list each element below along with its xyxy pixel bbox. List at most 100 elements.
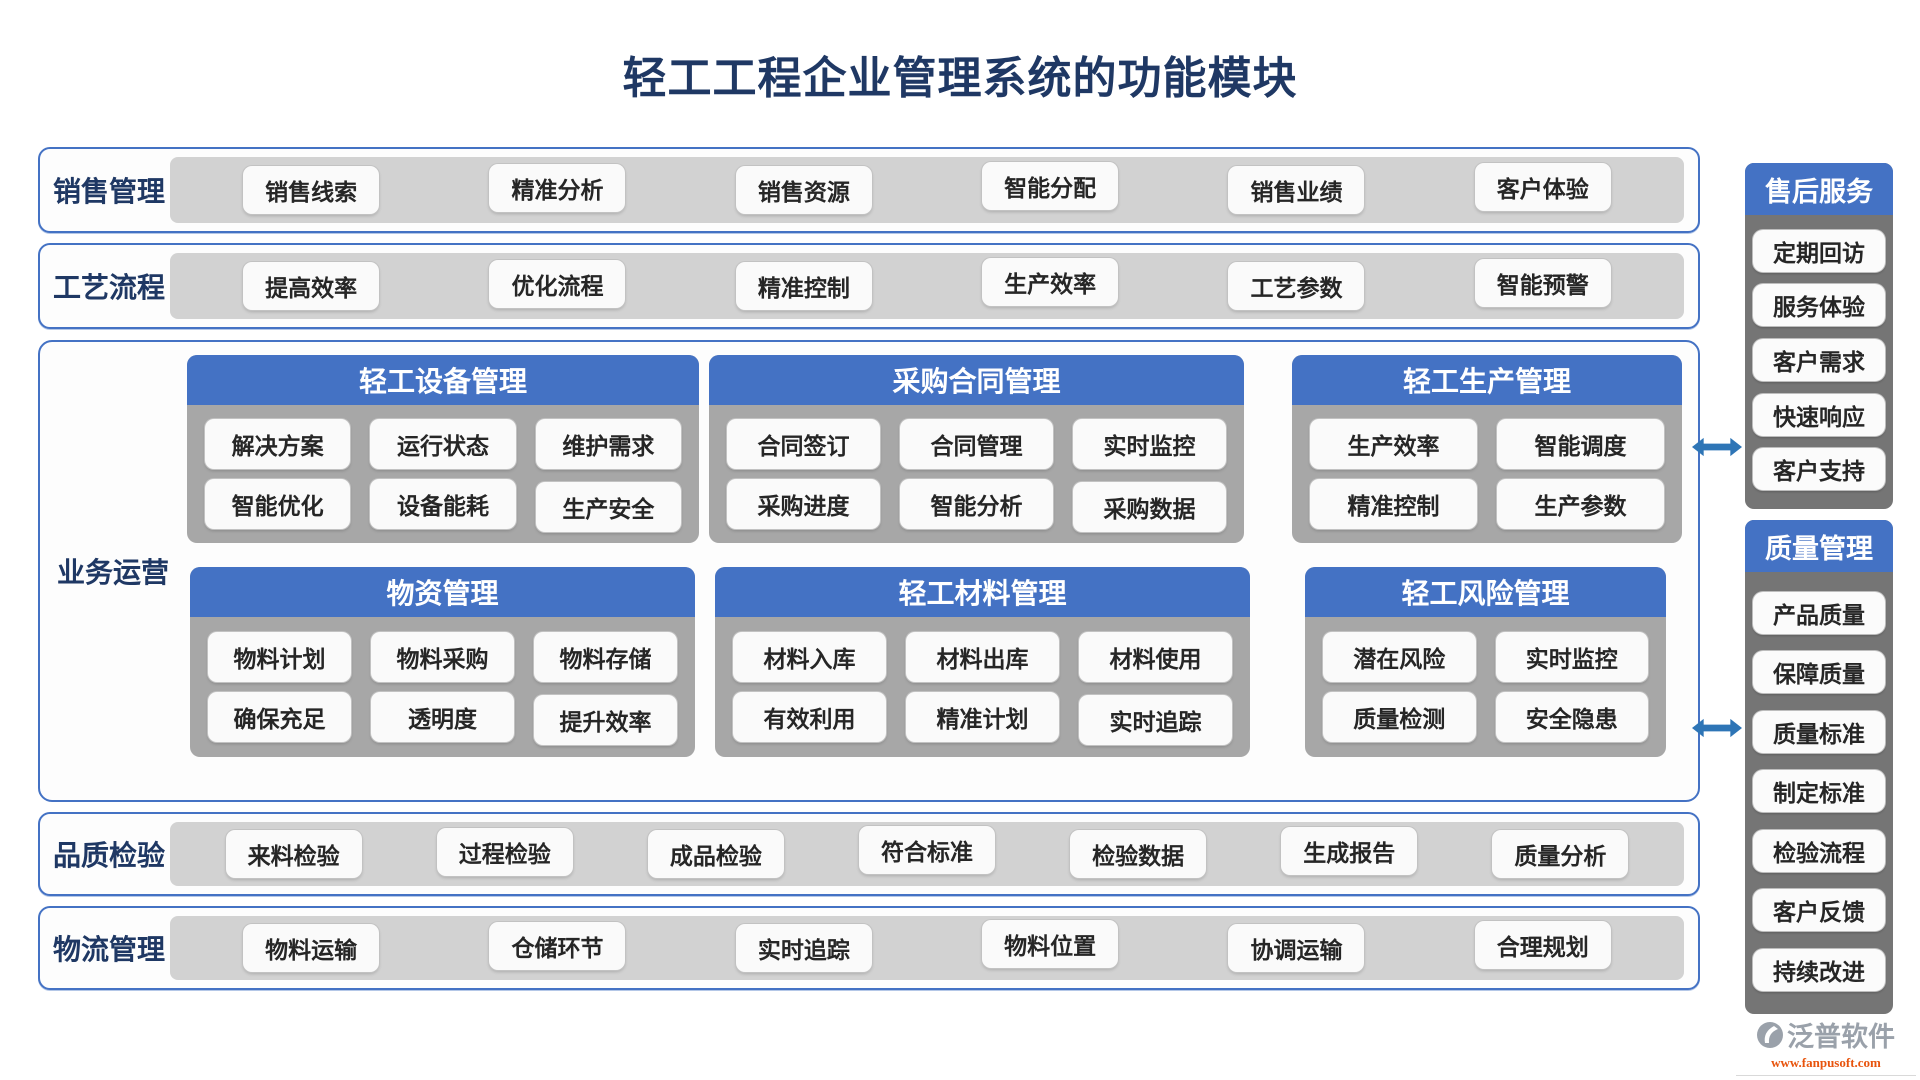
section-process-bar: 提高效率 优化流程 精准控制 生产效率 工艺参数 智能预警 (170, 253, 1684, 319)
quality-mgmt-item[interactable]: 持续改进 (1753, 948, 1885, 991)
sales-item[interactable]: 销售业绩 (1228, 166, 1365, 214)
quality-mgmt-item[interactable]: 检验流程 (1753, 829, 1885, 872)
sidebar-after-sales: 售后服务 定期回访 服务体验 客户需求 快速响应 客户支持 (1745, 163, 1893, 509)
sales-item[interactable]: 销售线索 (243, 166, 380, 214)
quality-inspection-item[interactable]: 检验数据 (1070, 830, 1207, 878)
section-quality-inspection: 品质检验 来料检验 过程检验 成品检验 符合标准 检验数据 生成报告 质量分析 (38, 812, 1700, 896)
brand-name: 泛普软件 (1787, 1022, 1895, 1052)
light-materials-item[interactable]: 材料入库 (733, 631, 886, 682)
sales-item[interactable]: 销售资源 (735, 166, 872, 214)
process-item[interactable]: 生产效率 (982, 258, 1119, 306)
equipment-item[interactable]: 维护需求 (535, 419, 681, 469)
logistics-item[interactable]: 合理规划 (1474, 921, 1611, 969)
equipment-item[interactable]: 解决方案 (205, 419, 351, 469)
section-logistics: 物流管理 物料运输 仓储环节 实时追踪 物料位置 协调运输 合理规划 (38, 906, 1700, 990)
equipment-item[interactable]: 设备能耗 (370, 479, 516, 529)
risk-item[interactable]: 质量检测 (1323, 692, 1476, 743)
quality-mgmt-item[interactable]: 产品质量 (1753, 591, 1885, 634)
fanpu-logo-icon (1757, 1021, 1783, 1048)
quality-inspection-item[interactable]: 过程检验 (436, 828, 573, 876)
materials-mgmt-item[interactable]: 提升效率 (534, 695, 677, 746)
after-sales-item[interactable]: 定期回访 (1753, 229, 1885, 272)
section-operations-label: 业务运营 (56, 558, 169, 589)
left-right-arrow-icon (1692, 714, 1742, 742)
section-quality-inspection-label: 品质检验 (52, 841, 165, 872)
purchase-contract-item[interactable]: 合同管理 (900, 419, 1053, 469)
section-quality-inspection-bar: 来料检验 过程检验 成品检验 符合标准 检验数据 生成报告 质量分析 (170, 822, 1684, 886)
risk-item[interactable]: 安全隐患 (1495, 692, 1648, 743)
quality-mgmt-item[interactable]: 保障质量 (1753, 651, 1885, 693)
panel-risk-title: 轻工风险管理 (1305, 567, 1666, 617)
quality-inspection-item[interactable]: 来料检验 (225, 830, 362, 878)
logistics-item[interactable]: 实时追踪 (735, 924, 872, 972)
section-process: 工艺流程 提高效率 优化流程 精准控制 生产效率 工艺参数 智能预警 (38, 243, 1700, 329)
process-item[interactable]: 工艺参数 (1228, 262, 1365, 310)
quality-mgmt-item[interactable]: 制定标准 (1753, 770, 1885, 812)
section-sales-bar: 销售线索 精准分析 销售资源 智能分配 销售业绩 客户体验 (170, 157, 1684, 223)
materials-mgmt-item[interactable]: 物料计划 (208, 631, 351, 682)
purchase-contract-item[interactable]: 合同签订 (727, 419, 880, 469)
light-materials-item[interactable]: 实时追踪 (1079, 695, 1232, 746)
panel-equipment-title: 轻工设备管理 (187, 355, 699, 405)
quality-inspection-item[interactable]: 生成报告 (1281, 827, 1418, 875)
panel-production: 轻工生产管理 生产效率 智能调度 精准控制 生产参数 (1292, 355, 1682, 543)
equipment-item[interactable]: 运行状态 (370, 419, 516, 469)
operations-panel-row-top: 轻工设备管理 解决方案 运行状态 维护需求 智能优化 设备能耗 生产安全 采购合… (187, 355, 1684, 543)
process-item[interactable]: 优化流程 (489, 260, 626, 308)
logistics-item[interactable]: 协调运输 (1228, 924, 1365, 972)
process-item[interactable]: 提高效率 (243, 262, 380, 310)
operations-panel-row-bottom: 物资管理 物料计划 物料采购 物料存储 确保充足 透明度 提升效率 轻工材料管理… (190, 567, 1684, 757)
sales-item[interactable]: 客户体验 (1474, 163, 1611, 211)
materials-mgmt-item[interactable]: 物料采购 (371, 631, 514, 682)
materials-mgmt-item[interactable]: 物料存储 (534, 631, 677, 682)
purchase-contract-item[interactable]: 智能分析 (900, 479, 1053, 529)
panel-production-title: 轻工生产管理 (1292, 355, 1682, 405)
page-title: 轻工工程企业管理系统的功能模块 (622, 54, 1298, 103)
brand-url: www.fanpusoft.com (1771, 1055, 1881, 1070)
sidebar-quality-mgmt-title: 质量管理 (1745, 520, 1893, 572)
light-materials-item[interactable]: 精准计划 (906, 692, 1059, 743)
production-item[interactable]: 生产参数 (1497, 479, 1664, 529)
panel-materials-mgmt-title: 物资管理 (190, 567, 695, 617)
risk-item[interactable]: 潜在风险 (1323, 631, 1476, 682)
process-item[interactable]: 智能预警 (1474, 259, 1611, 307)
equipment-item[interactable]: 智能优化 (205, 479, 351, 529)
logistics-item[interactable]: 仓储环节 (489, 922, 626, 970)
sales-item[interactable]: 精准分析 (489, 164, 626, 212)
panel-purchase-contract-title: 采购合同管理 (709, 355, 1244, 405)
quality-mgmt-item[interactable]: 质量标准 (1753, 710, 1885, 753)
light-materials-item[interactable]: 材料使用 (1079, 631, 1232, 682)
logistics-item[interactable]: 物料位置 (982, 920, 1119, 968)
section-logistics-label: 物流管理 (52, 935, 165, 966)
production-item[interactable]: 精准控制 (1310, 479, 1477, 529)
purchase-contract-item[interactable]: 采购进度 (727, 479, 880, 529)
after-sales-item[interactable]: 客户支持 (1753, 448, 1885, 491)
materials-mgmt-item[interactable]: 透明度 (371, 692, 514, 743)
sales-item[interactable]: 智能分配 (982, 162, 1119, 210)
purchase-contract-item[interactable]: 采购数据 (1073, 482, 1226, 532)
materials-mgmt-item[interactable]: 确保充足 (208, 692, 351, 743)
process-item[interactable]: 精准控制 (735, 262, 872, 310)
section-logistics-bar: 物料运输 仓储环节 实时追踪 物料位置 协调运输 合理规划 (170, 916, 1684, 980)
panel-equipment: 轻工设备管理 解决方案 运行状态 维护需求 智能优化 设备能耗 生产安全 (187, 355, 699, 543)
light-materials-item[interactable]: 有效利用 (733, 692, 886, 743)
after-sales-item[interactable]: 快速响应 (1753, 393, 1885, 436)
quality-inspection-item[interactable]: 质量分析 (1492, 830, 1629, 878)
panel-risk: 轻工风险管理 潜在风险 实时监控 质量检测 安全隐患 (1305, 567, 1666, 757)
quality-inspection-item[interactable]: 成品检验 (647, 830, 784, 878)
quality-mgmt-item[interactable]: 客户反馈 (1753, 889, 1885, 931)
after-sales-item[interactable]: 客户需求 (1753, 338, 1885, 381)
risk-item[interactable]: 实时监控 (1495, 631, 1648, 682)
production-item[interactable]: 智能调度 (1497, 419, 1664, 469)
quality-inspection-item[interactable]: 符合标准 (858, 826, 995, 874)
logistics-item[interactable]: 物料运输 (243, 924, 380, 972)
after-sales-item[interactable]: 服务体验 (1753, 284, 1885, 327)
panel-light-materials: 轻工材料管理 材料入库 材料出库 材料使用 有效利用 精准计划 实时追踪 (715, 567, 1250, 757)
equipment-item[interactable]: 生产安全 (535, 482, 681, 532)
sidebar-after-sales-title: 售后服务 (1745, 163, 1893, 215)
production-item[interactable]: 生产效率 (1310, 419, 1477, 469)
footer-brand: 泛普软件 www.fanpusoft.com (1736, 1015, 1916, 1076)
light-materials-item[interactable]: 材料出库 (906, 631, 1059, 682)
panel-materials-mgmt: 物资管理 物料计划 物料采购 物料存储 确保充足 透明度 提升效率 (190, 567, 695, 757)
purchase-contract-item[interactable]: 实时监控 (1073, 419, 1226, 469)
